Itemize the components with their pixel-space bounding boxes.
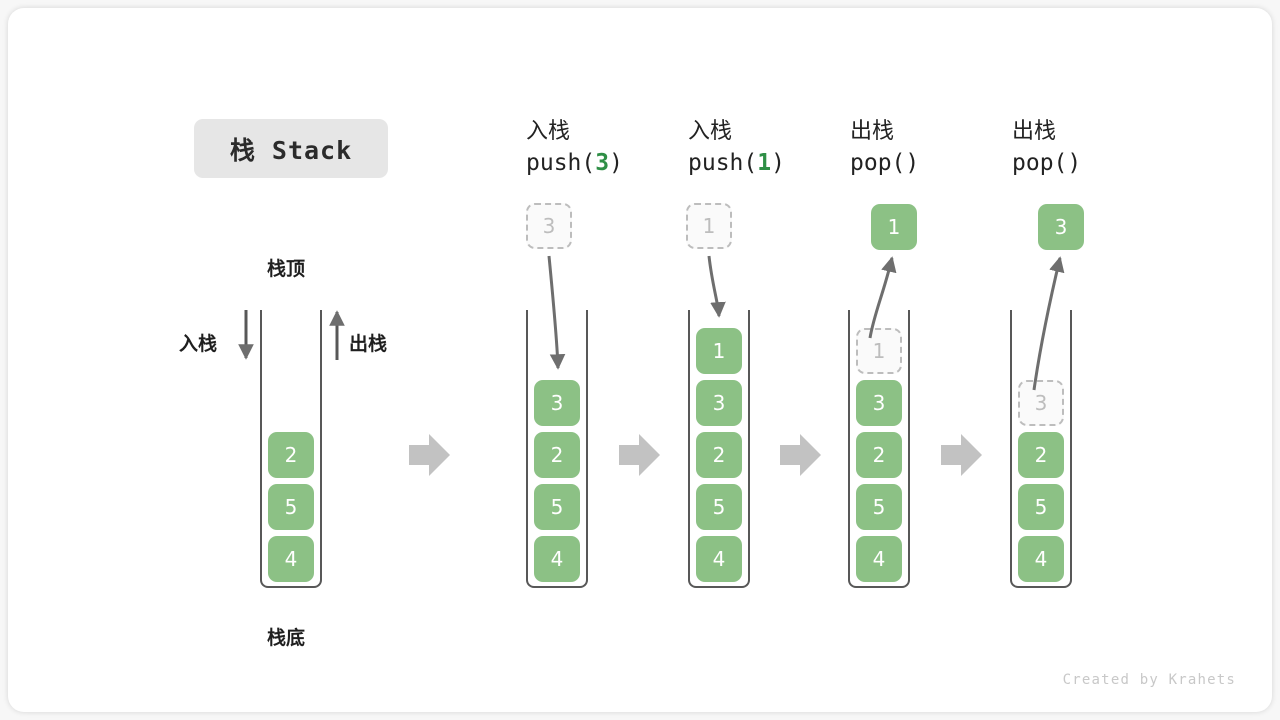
stack-item: 4 (534, 536, 580, 582)
floating-item-ghost: 1 (686, 203, 732, 249)
stack-container-push-3 (526, 310, 588, 588)
stack-item: 2 (268, 432, 314, 478)
stack-top-label: 栈顶 (267, 258, 306, 280)
stack-item: 5 (696, 484, 742, 530)
column-header-pop-3: 出栈 pop() (1012, 116, 1081, 180)
stack-container-pop-1 (848, 310, 910, 588)
stack-item: 5 (856, 484, 902, 530)
stack-item: 4 (696, 536, 742, 582)
diagram-card: 栈 Stack 栈顶 栈底 入栈 出栈 2 5 4 入栈 push(3) 3 3… (8, 8, 1272, 712)
column-header-code: push(1) (688, 147, 785, 180)
title-badge-label: 栈 Stack (229, 135, 353, 165)
stack-item: 5 (1018, 484, 1064, 530)
floating-item-ghost: 3 (526, 203, 572, 249)
stack-item: 4 (268, 536, 314, 582)
pop-side-label: 出栈 (349, 333, 388, 355)
transition-arrow (780, 434, 821, 476)
stack-container-pop-3 (1010, 310, 1072, 588)
push-side-label: 入栈 (179, 333, 218, 355)
floating-item-popped: 3 (1038, 204, 1084, 250)
code-suffix: ) (905, 150, 920, 177)
code-suffix: ) (771, 150, 785, 177)
transition-arrow (409, 434, 450, 476)
code-suffix: ) (1067, 150, 1082, 177)
stack-item: 5 (268, 484, 314, 530)
column-header-cjk: 出栈 (850, 119, 895, 144)
stack-item: 1 (696, 328, 742, 374)
stack-bottom-label: 栈底 (267, 627, 306, 649)
code-prefix: push( (688, 150, 758, 177)
column-header-cjk: 入栈 (688, 119, 733, 144)
arrow-overlay (238, 255, 1065, 476)
code-prefix: push( (526, 150, 596, 177)
column-header-push-3: 入栈 push(3) (526, 116, 623, 180)
stack-item: 2 (856, 432, 902, 478)
code-prefix: pop( (1012, 150, 1068, 177)
stack-container-push-1 (688, 310, 750, 588)
column-header-code: push(3) (526, 147, 623, 180)
floating-item-popped: 1 (871, 204, 917, 250)
stack-container-initial (260, 310, 322, 588)
column-header-code: pop() (850, 147, 919, 180)
stack-item: 4 (856, 536, 902, 582)
code-arg: 1 (757, 150, 772, 177)
stack-item: 5 (534, 484, 580, 530)
stack-item: 3 (856, 380, 902, 426)
watermark-credit: Created by Krahets (1062, 672, 1236, 688)
title-badge: 栈 Stack (194, 119, 388, 178)
transition-arrow (941, 434, 982, 476)
stack-item: 3 (696, 380, 742, 426)
code-suffix: ) (609, 150, 623, 177)
stack-item-ghost: 3 (1018, 380, 1064, 426)
stack-item: 4 (1018, 536, 1064, 582)
stack-item: 2 (1018, 432, 1064, 478)
stack-item: 2 (696, 432, 742, 478)
stack-item: 3 (534, 380, 580, 426)
column-header-cjk: 入栈 (526, 119, 571, 144)
code-arg: 3 (595, 150, 610, 177)
column-header-code: pop() (1012, 147, 1081, 180)
stack-item: 2 (534, 432, 580, 478)
column-header-cjk: 出栈 (1012, 119, 1057, 144)
code-prefix: pop( (850, 150, 906, 177)
stack-item-ghost: 1 (856, 328, 902, 374)
transition-arrow (619, 434, 660, 476)
push-flow-arrow-1 (707, 255, 726, 318)
column-header-push-1: 入栈 push(1) (688, 116, 785, 180)
column-header-pop-1: 出栈 pop() (850, 116, 919, 180)
